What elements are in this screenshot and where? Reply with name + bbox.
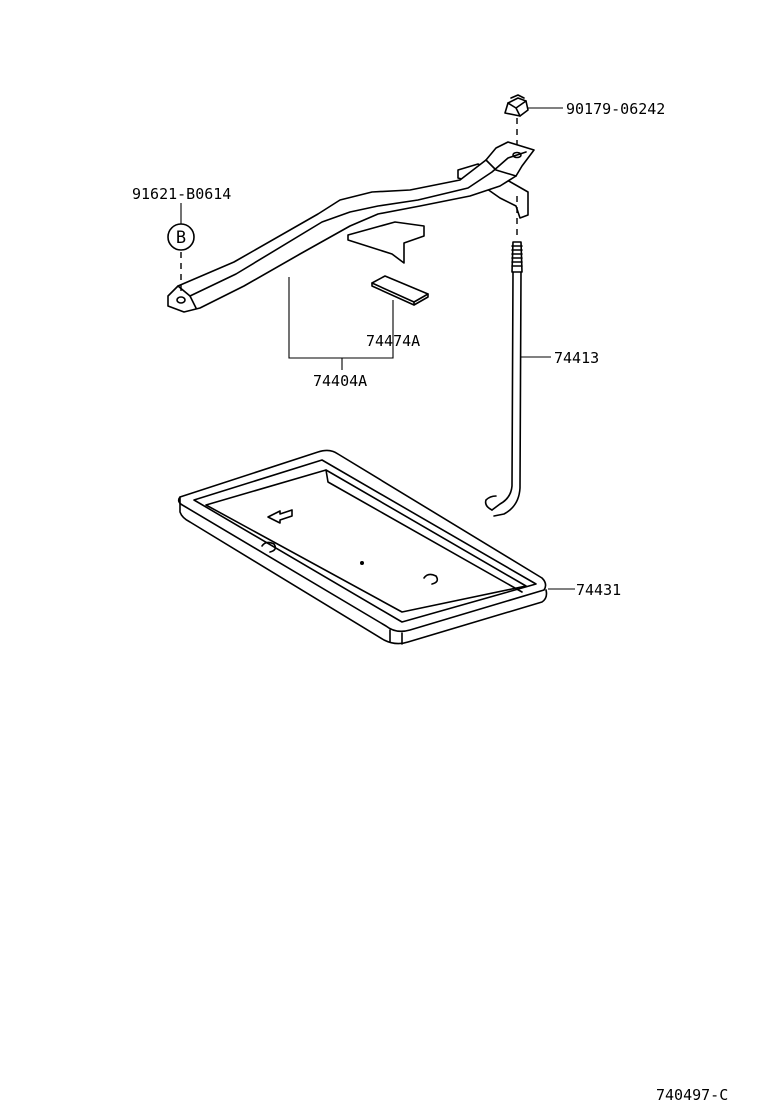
battery-clamp-drawing (167, 141, 535, 313)
hold-down-rod-drawing (484, 196, 523, 517)
clamp-pad-drawing (371, 275, 429, 306)
clamp-assy-part-number: 74404A (313, 372, 367, 390)
clamp-bolt-marker-label: B (176, 228, 186, 248)
diagram-id: 740497-C (656, 1086, 728, 1104)
clamp-bolt-part-number: 91621-B0614 (132, 185, 231, 203)
bolt-part-number: 90179-06242 (566, 100, 665, 118)
clamp-pad-part-number: 74474A (366, 332, 420, 350)
bolt-drawing (504, 94, 529, 152)
hold-down-rod-part-number: 74413 (554, 349, 599, 367)
battery-tray-part-number: 74431 (576, 581, 621, 599)
clamp-assy-bracket-leader (288, 277, 394, 359)
battery-tray-drawing (177, 449, 548, 645)
